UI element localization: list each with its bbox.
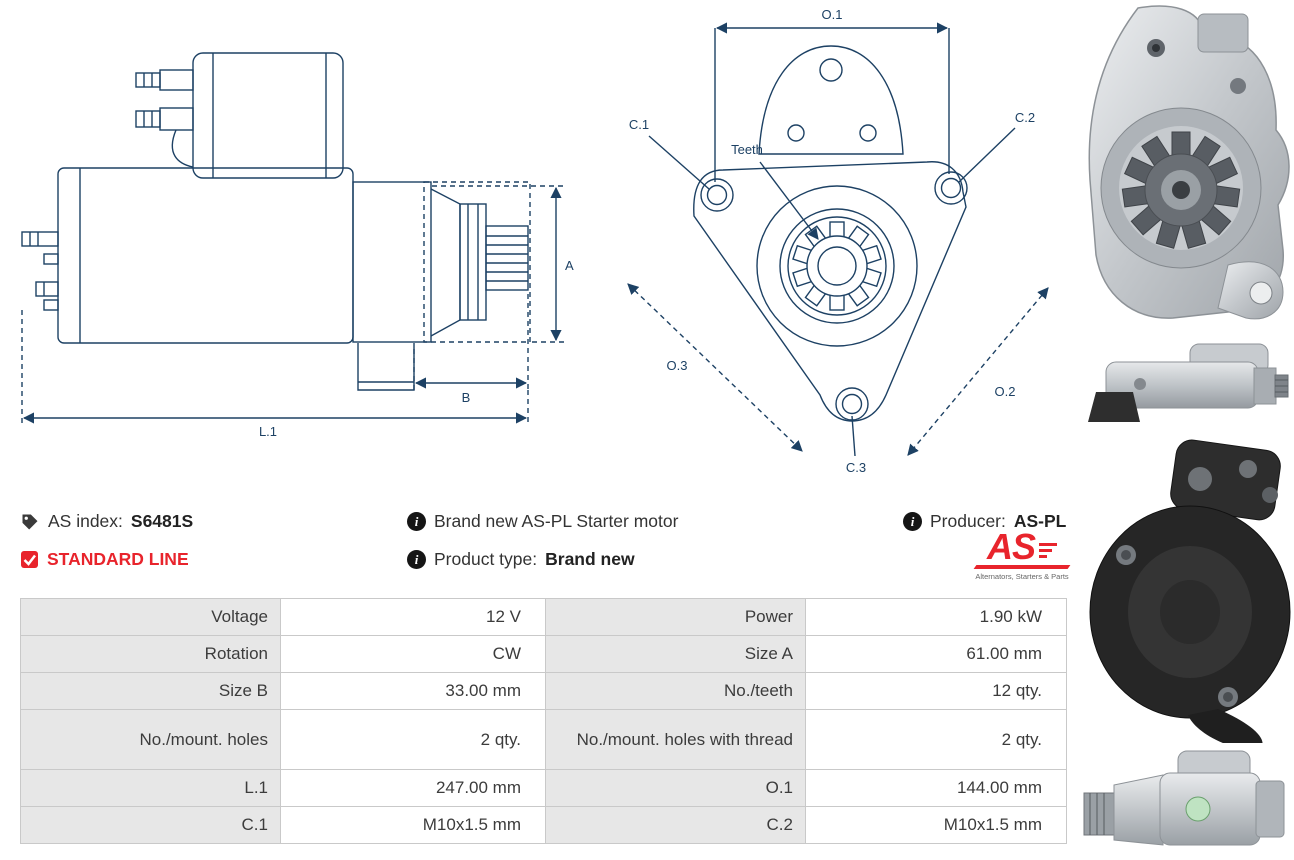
aspl-logo-underline [973,564,1071,569]
standard-line-label: STANDARD LINE [47,549,189,569]
aspl-logo: AS Alternators, Starters & Parts [971,526,1073,581]
table-row: No./mount. holes 2 qty. No./mount. holes… [20,709,1067,770]
spec-value: 2 qty. [280,709,546,770]
spec-label: L.1 [20,769,281,807]
aspl-logo-text: AS [986,526,1036,567]
tag-icon [22,514,38,529]
product-type-value: Brand new [545,549,635,569]
producer-row: i Producer: AS-PL [903,511,1066,532]
as-index-row: AS index: S6481S [20,511,193,532]
dim-label-o2: O.2 [995,384,1016,399]
aspl-logo-stripes-icon [1039,542,1057,558]
front-view-drawing: O.1 C.1 C.2 C.3 O.3 O.2 Teeth [627,7,1049,475]
aspl-logo-caption: Alternators, Starters & Parts [975,571,1069,581]
spec-label: O.1 [545,769,806,807]
dim-label-c1: C.1 [629,117,649,132]
spec-value: 144.00 mm [805,769,1067,807]
table-row: L.1 247.00 mm O.1 144.00 mm [20,769,1067,807]
spec-value: 12 V [280,598,546,636]
spec-label: Power [545,598,806,636]
spec-value: 33.00 mm [280,672,546,710]
spec-value: M10x1.5 mm [805,806,1067,844]
product-type-row: i Product type: Brand new [407,549,635,570]
aspl-logo-mark: AS [971,526,1073,567]
spec-label: C.2 [545,806,806,844]
brand-new-row: i Brand new AS-PL Starter motor [407,511,678,532]
standard-line-row: STANDARD LINE [20,549,189,570]
as-index-value: S6481S [130,511,194,531]
table-row: Voltage 12 V Power 1.90 kW [20,598,1067,636]
dim-label-o1: O.1 [822,7,843,22]
product-photo-rear-black [1089,439,1291,743]
table-row: Size B 33.00 mm No./teeth 12 qty. [20,672,1067,710]
spec-label: Size A [545,635,806,673]
info-icon: i [407,512,426,531]
dim-label-a: A [565,258,574,273]
product-type-label: Product type: [434,549,538,569]
checkbox-icon [21,551,38,568]
teeth-label: Teeth [731,142,763,157]
brand-new-text: Brand new AS-PL Starter motor [434,511,679,531]
spec-value: 12 qty. [805,672,1067,710]
spec-table: Voltage 12 V Power 1.90 kW Rotation CW S… [20,598,1067,844]
product-photo-side-small [1088,343,1289,422]
spec-label: C.1 [20,806,281,844]
spec-value: 1.90 kW [805,598,1067,636]
producer-label: Producer: [930,511,1006,531]
spec-value: 61.00 mm [805,635,1067,673]
spec-label: No./mount. holes [20,709,281,770]
info-icon: i [903,512,922,531]
dim-label-o3: O.3 [667,358,688,373]
product-photo-front [1088,5,1290,320]
spec-label: Size B [20,672,281,710]
spec-value: 2 qty. [805,709,1067,770]
spec-value: 247.00 mm [280,769,546,807]
product-photo-side-gear [1083,750,1285,846]
info-icon: i [407,550,426,569]
dim-label-c2: C.2 [1015,110,1035,125]
dim-label-c3: C.3 [846,460,866,475]
producer-value: AS-PL [1013,511,1067,531]
spec-label: Rotation [20,635,281,673]
spec-label: Voltage [20,598,281,636]
spec-label: No./mount. holes with thread [545,709,806,770]
spec-value: M10x1.5 mm [280,806,546,844]
dim-label-b: B [462,390,471,405]
table-row: C.1 M10x1.5 mm C.2 M10x1.5 mm [20,806,1067,844]
spec-value: CW [280,635,546,673]
spec-label: No./teeth [545,672,806,710]
dim-label-l1: L.1 [259,424,277,439]
table-row: Rotation CW Size A 61.00 mm [20,635,1067,673]
as-index-label: AS index: [48,511,123,531]
side-view-drawing: A B L.1 [21,52,574,439]
